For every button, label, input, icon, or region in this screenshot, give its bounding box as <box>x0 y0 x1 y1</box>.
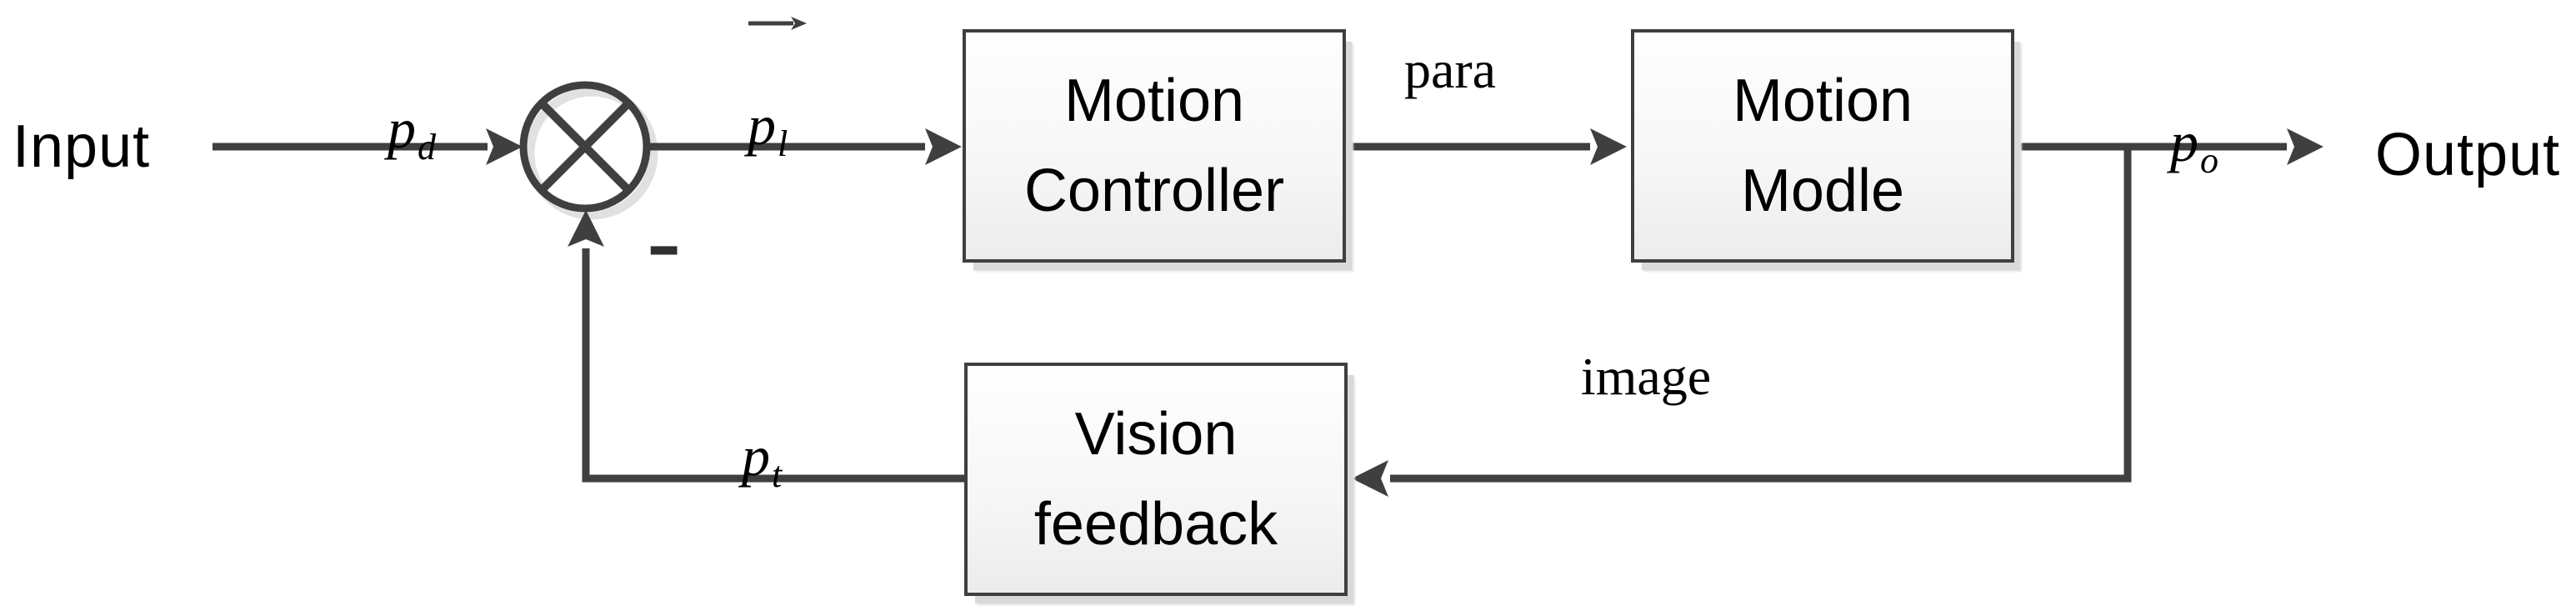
block-motion-controller: Motion Controller <box>963 29 1346 263</box>
signal-pl-label: pl <box>748 40 788 163</box>
signal-pd-label: pd <box>388 43 436 166</box>
feedback-arrowhead-icon <box>1352 460 1388 497</box>
pl-arrowhead-icon <box>925 128 962 165</box>
signal-po-label: po <box>2170 57 2218 179</box>
signal-pt-label: pt <box>742 371 782 493</box>
feedback-up-arrowhead-icon <box>568 210 604 247</box>
feedback-branch-line <box>1390 143 2132 483</box>
feedback-return-line <box>582 248 964 483</box>
summing-junction-minus-sign: - <box>646 181 683 303</box>
output-terminal-label: Output <box>2375 122 2561 188</box>
block-vision-feedback-label: Vision feedback <box>1033 401 1278 558</box>
summing-junction-shadow <box>525 87 658 220</box>
signal-po-base: p <box>2170 110 2198 173</box>
signal-pt-base: p <box>742 424 770 488</box>
summing-junction-cross-icon <box>538 100 632 193</box>
signal-para-label: para <box>1403 40 1497 99</box>
block-vision-feedback: Vision feedback <box>964 363 1348 596</box>
input-arrowhead-icon <box>486 128 523 165</box>
signal-pd-base: p <box>388 97 416 160</box>
vector-overbar-arrowhead-icon <box>791 17 807 30</box>
signal-pt-subscript: t <box>772 454 783 495</box>
block-motion-model-label: Motion Modle <box>1732 68 1913 224</box>
input-terminal-label: Input <box>13 113 151 180</box>
block-motion-controller-label: Motion Controller <box>1023 68 1285 224</box>
signal-po-subscript: o <box>2200 140 2218 181</box>
signal-pl-base: p <box>748 93 776 157</box>
signal-pd-subscript: d <box>418 127 436 168</box>
block-motion-model: Motion Modle <box>1631 29 2014 263</box>
signal-image-label: image <box>1580 347 1712 406</box>
para-arrowhead-icon <box>1590 128 1627 165</box>
output-arrowhead-icon <box>2287 128 2323 165</box>
signal-pl-subscript: l <box>778 123 788 164</box>
